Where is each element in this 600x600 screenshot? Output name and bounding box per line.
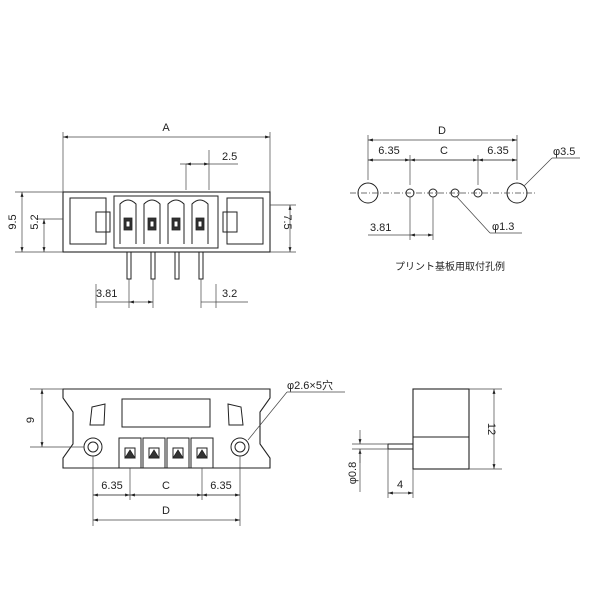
dim-height-total-label: 9.5 [7,214,19,229]
dim-d-label: D [438,125,446,137]
pcb-layout-caption: プリント基板用取付孔例 [395,260,505,273]
large-hole-dim-label: φ3.5 [553,146,575,158]
pcb-pitch-label: 3.81 [370,222,391,234]
side-pin [387,443,414,450]
pcb-dim-c-label: C [440,145,448,157]
terminal-group [119,199,209,244]
side-view: 12 φ0.8 4 [347,388,502,498]
side-dim-pin-dia-label: φ0.8 [347,462,359,484]
front-view: A 2.5 [7,122,296,308]
top-dim-right-gap-label: 6.35 [210,480,231,492]
pcb-dim-left-gap-label: 6.35 [378,145,399,157]
dim-height-left-label: 5.2 [29,214,41,229]
dim-a-label: A [162,122,170,134]
pcb-dim-right-gap-label: 6.35 [487,145,508,157]
top-dim-c-label: C [162,480,170,492]
terminal-slot-group [118,437,214,469]
dim-offset-left-label: 3.81 [96,288,117,300]
side-dim-height-label: 12 [485,423,497,435]
top-dim-height-label: 9 [25,417,37,423]
pcb-layout-view: D 6.35 C 6.35 φ3.5 3.81 φ1.3 プリ [350,125,580,273]
top-dim-d-label: D [162,505,170,517]
dim-pitch-label: 2.5 [222,151,237,163]
dim-height-right-label: 7.5 [281,214,293,229]
top-dim-left-gap-label: 6.35 [101,480,122,492]
dim-offset-right-label: 3.2 [222,288,237,300]
side-dim-pin-len-label: 4 [397,479,403,491]
pin-group [126,251,204,280]
mount-hole-dim-label: φ2.6×5穴 [287,378,333,392]
small-hole-dim-label: φ1.3 [492,221,514,233]
top-view: 9 φ2.6×5穴 6.35 C 6.35 D [25,378,345,526]
